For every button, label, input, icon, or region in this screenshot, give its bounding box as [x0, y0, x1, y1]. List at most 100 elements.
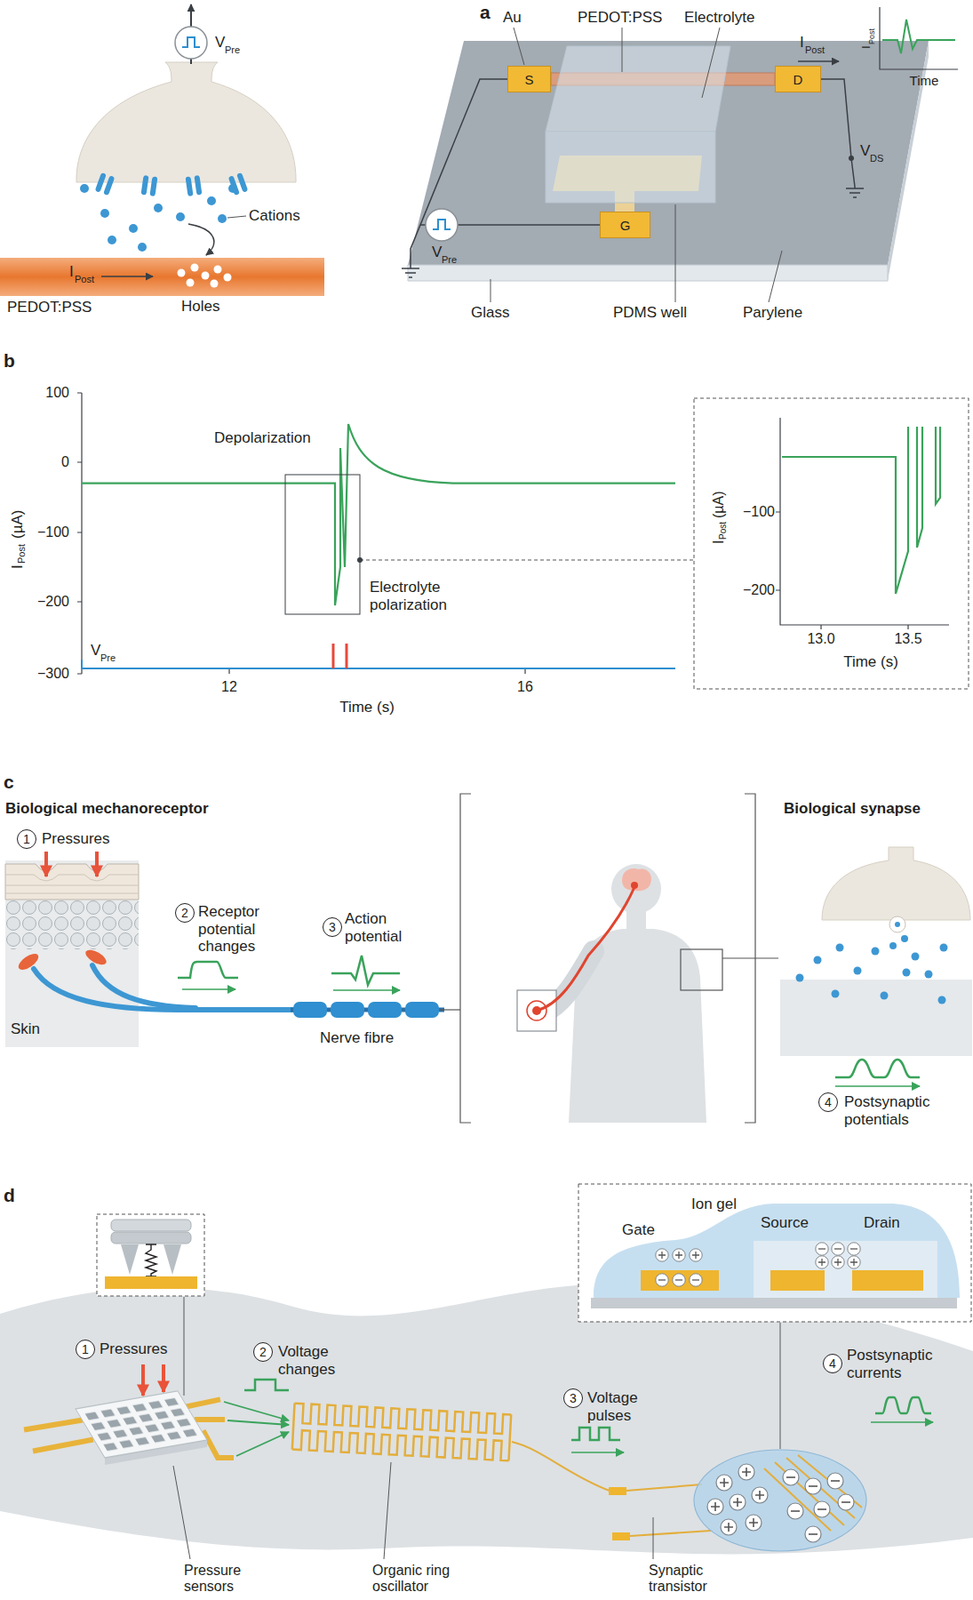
signal-waveform [571, 1451, 624, 1453]
synaptic-transistor [738, 1463, 755, 1480]
callout-number: 2 [253, 1341, 273, 1362]
signal-arrow [190, 4, 192, 27]
ion-channel [95, 172, 116, 196]
transistor-inset [672, 1273, 686, 1286]
panel-heading: Biological synapse [783, 799, 921, 818]
hole-dot [177, 263, 232, 288]
synaptic-transistor [805, 1477, 822, 1494]
cation-dot [153, 203, 163, 213]
signal-waveform [223, 1401, 289, 1420]
leader-line [173, 1461, 391, 1559]
ring-oscillator [292, 1403, 511, 1461]
signal-arrow [175, 26, 208, 59]
label-text: Time (s) [339, 698, 395, 717]
label-text: Time [909, 72, 940, 88]
transistor-inset [847, 1242, 861, 1255]
pressure-sensor-array [75, 1390, 208, 1458]
leader-line [768, 250, 782, 303]
label-text: 13.0 [806, 630, 835, 647]
label-text: 0 [61, 454, 70, 471]
hole-dot [201, 271, 210, 280]
vpre-trace [81, 643, 676, 669]
ion-channel [95, 172, 249, 197]
synaptic-transistor [805, 1525, 822, 1542]
synapse-illustration [925, 970, 934, 979]
ground-symbol [401, 268, 420, 278]
label-text: 16 [517, 678, 534, 695]
pulse-source [425, 208, 458, 241]
sensor-inset [183, 1296, 185, 1396]
label-text: Pressure sensors [183, 1562, 269, 1596]
signal-waveform [870, 1420, 934, 1423]
synapse-illustration [902, 968, 911, 977]
gold-lead [608, 1486, 627, 1495]
label-text: Cations [248, 207, 301, 225]
bracket [722, 957, 779, 958]
plot-axis [775, 417, 950, 630]
synaptic-transistor [745, 1514, 762, 1531]
label-text: I [710, 540, 727, 544]
cation-dot [79, 183, 89, 193]
synapse-illustration [880, 991, 889, 1000]
gold-lead [26, 1419, 80, 1429]
synapse-illustration [901, 934, 909, 942]
plot-axis [80, 392, 82, 674]
synapse-illustration [780, 846, 973, 1056]
callout-number: 2 [175, 902, 195, 923]
pedot-film [0, 257, 325, 296]
label-text: Drain [863, 1213, 901, 1232]
ion-channel [185, 175, 194, 197]
device-substrate [407, 40, 929, 265]
leader-line [675, 204, 677, 303]
current-arrow [797, 61, 839, 63]
current-arrow [797, 60, 839, 63]
panel-letter: b [3, 350, 16, 372]
panel-letter: a [479, 1, 491, 24]
ring-oscillator [293, 1403, 511, 1435]
transistor-inset [847, 1255, 861, 1269]
label-text: −300 [37, 665, 70, 682]
skin-section [5, 874, 139, 894]
leader-line [701, 27, 720, 98]
inset-frame [693, 398, 969, 689]
label-text: I [8, 564, 27, 569]
zoom-leader [357, 557, 363, 563]
synapse-illustration [796, 921, 949, 1005]
label-text: Holes [181, 297, 220, 316]
synaptic-transistor [787, 1502, 804, 1519]
label-text: Electrolyte polarization [369, 578, 477, 614]
pad-label: G [620, 218, 631, 232]
hole-dot [210, 279, 219, 288]
subscript-text: Post [867, 28, 877, 45]
cation-dot [228, 183, 238, 193]
transistor-inset [815, 1255, 829, 1269]
callout-digit: 4 [829, 1356, 837, 1370]
cation-dot [100, 208, 110, 218]
sensor-inset [111, 1231, 192, 1244]
vpre-trace [81, 659, 676, 669]
callout-number: 4 [822, 1353, 843, 1373]
callout-digit: 1 [81, 1342, 89, 1356]
gold-lead [188, 1399, 218, 1406]
pressure-arrow [143, 1363, 164, 1396]
label-text: V [431, 243, 442, 262]
presynaptic-terminal [76, 62, 296, 183]
pdms-well [545, 46, 731, 132]
myelinated-axon [367, 1001, 402, 1018]
device-substrate [407, 40, 929, 281]
label-text: −100 [37, 524, 70, 541]
bracket [460, 793, 471, 1123]
label-text: PEDOT:PSS [577, 8, 662, 27]
synaptic-transistor [764, 1454, 862, 1531]
wire [821, 79, 855, 189]
label-text: Synaptic transistor [648, 1562, 738, 1596]
synapse-illustration [821, 846, 971, 920]
signal-arrow [190, 58, 192, 64]
gold-lead [630, 1530, 711, 1536]
transistor-inset [590, 1297, 958, 1308]
synaptic-transistor [693, 1449, 867, 1551]
cation-dot [107, 235, 117, 245]
cation-dot [137, 242, 147, 252]
myelinated-axon [330, 1001, 365, 1018]
skin-section [5, 899, 139, 950]
